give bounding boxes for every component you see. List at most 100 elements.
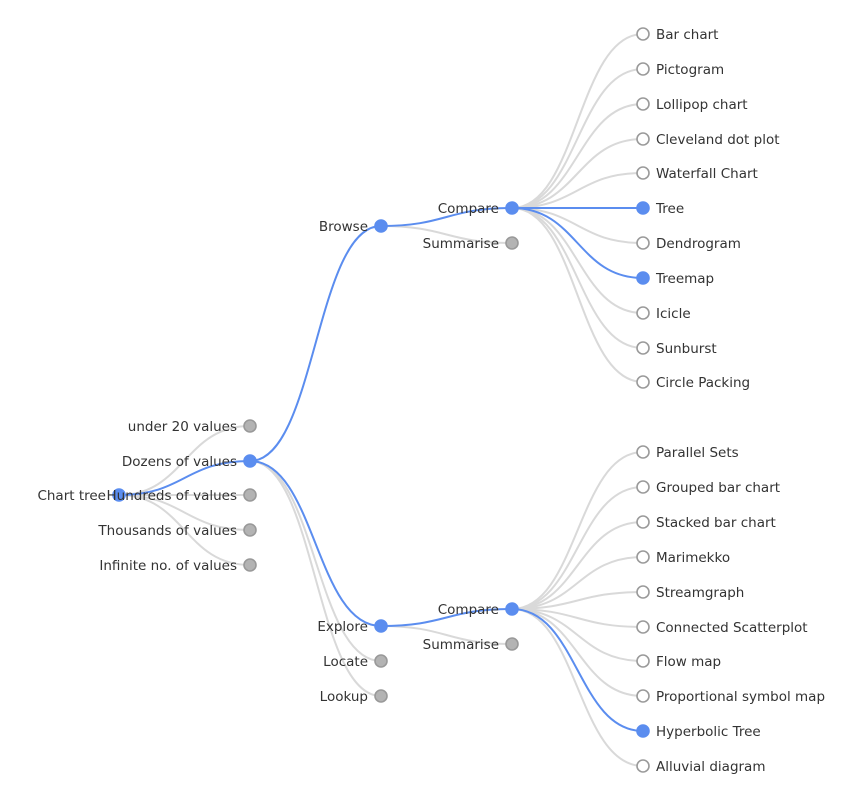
node-circle-treemap[interactable] <box>636 271 650 285</box>
node-circle-parallel-sets[interactable] <box>636 445 650 459</box>
node-label-infinite: Infinite no. of values <box>99 558 237 574</box>
node-proportional-symbol-map[interactable]: Proportional symbol map <box>636 689 825 705</box>
link-explore-compare-to-proportional-symbol-map <box>511 608 644 697</box>
link-browse-to-browse-summarise <box>380 225 513 244</box>
node-dendrogram[interactable]: Dendrogram <box>636 236 741 252</box>
node-label-circle-packing: Circle Packing <box>656 375 750 391</box>
node-icicle[interactable]: Icicle <box>636 306 691 322</box>
node-locate[interactable]: Locate <box>323 654 388 670</box>
node-circle-pictogram[interactable] <box>636 62 650 76</box>
node-explore[interactable]: Explore <box>317 619 388 635</box>
node-circle-flow-map[interactable] <box>636 654 650 668</box>
node-label-parallel-sets: Parallel Sets <box>656 445 739 461</box>
node-tree-chart[interactable]: Tree <box>636 201 684 217</box>
link-explore-compare-to-grouped-bar-chart <box>511 486 644 610</box>
node-explore-summarise[interactable]: Summarise <box>423 637 519 653</box>
node-circle-icicle[interactable] <box>636 306 650 320</box>
link-explore-to-explore-compare <box>380 608 513 627</box>
node-dozens[interactable]: Dozens of values <box>122 454 257 470</box>
node-circle-browse-compare[interactable] <box>505 201 519 215</box>
node-label-icicle: Icicle <box>656 306 691 322</box>
node-circle-lookup[interactable] <box>374 689 388 703</box>
node-infinite[interactable]: Infinite no. of values <box>99 558 257 574</box>
node-circle-infinite[interactable] <box>243 558 257 572</box>
node-browse-compare[interactable]: Compare <box>438 201 519 217</box>
node-circle-hundreds[interactable] <box>243 488 257 502</box>
node-treemap[interactable]: Treemap <box>636 271 714 287</box>
node-lollipop-chart[interactable]: Lollipop chart <box>636 97 748 113</box>
link-explore-compare-to-flow-map <box>511 608 644 662</box>
node-label-under20: under 20 values <box>128 419 237 435</box>
node-under20[interactable]: under 20 values <box>128 419 257 435</box>
link-browse-compare-to-waterfall-chart <box>511 172 644 209</box>
node-marimekko[interactable]: Marimekko <box>636 550 730 566</box>
node-circle-circle-packing[interactable] <box>636 375 650 389</box>
node-lookup[interactable]: Lookup <box>320 689 388 705</box>
node-parallel-sets[interactable]: Parallel Sets <box>636 445 739 461</box>
node-root[interactable]: Chart tree <box>37 488 126 504</box>
node-streamgraph[interactable]: Streamgraph <box>636 585 744 601</box>
node-waterfall-chart[interactable]: Waterfall Chart <box>636 166 758 182</box>
node-label-stacked-bar-chart: Stacked bar chart <box>656 515 776 531</box>
node-label-proportional-symbol-map: Proportional symbol map <box>656 689 825 705</box>
node-circle-sunburst[interactable] <box>636 341 650 355</box>
node-alluvial-diagram[interactable]: Alluvial diagram <box>636 759 765 775</box>
node-circle-bar-chart[interactable] <box>636 27 650 41</box>
node-circle-dendrogram[interactable] <box>636 236 650 250</box>
node-hyperbolic-tree[interactable]: Hyperbolic Tree <box>636 724 761 740</box>
node-sunburst[interactable]: Sunburst <box>636 341 717 357</box>
node-grouped-bar-chart[interactable]: Grouped bar chart <box>636 480 780 496</box>
node-circle-browse-summarise[interactable] <box>505 236 519 250</box>
link-dozens-to-explore <box>249 460 382 627</box>
node-browse[interactable]: Browse <box>319 219 388 235</box>
node-pictogram[interactable]: Pictogram <box>636 62 724 78</box>
node-label-waterfall-chart: Waterfall Chart <box>656 166 758 182</box>
node-circle-explore-compare[interactable] <box>505 602 519 616</box>
node-flow-map[interactable]: Flow map <box>636 654 721 670</box>
node-label-locate: Locate <box>323 654 368 670</box>
node-explore-compare[interactable]: Compare <box>438 602 519 618</box>
node-circle-under20[interactable] <box>243 419 257 433</box>
node-connected-scatterplot[interactable]: Connected Scatterplot <box>636 620 808 636</box>
node-circle-thousands[interactable] <box>243 523 257 537</box>
node-circle-alluvial-diagram[interactable] <box>636 759 650 773</box>
node-circle-dozens[interactable] <box>243 454 257 468</box>
node-circle-lollipop-chart[interactable] <box>636 97 650 111</box>
node-circle-stacked-bar-chart[interactable] <box>636 515 650 529</box>
node-label-marimekko: Marimekko <box>656 550 730 566</box>
node-circle-cleveland-dot-plot[interactable] <box>636 132 650 146</box>
node-cleveland-dot-plot[interactable]: Cleveland dot plot <box>636 132 780 148</box>
node-label-flow-map: Flow map <box>656 654 721 670</box>
node-circle-explore[interactable] <box>374 619 388 633</box>
node-label-browse-summarise: Summarise <box>423 236 499 252</box>
node-circle-connected-scatterplot[interactable] <box>636 620 650 634</box>
node-circle-grouped-bar-chart[interactable] <box>636 480 650 494</box>
node-stacked-bar-chart[interactable]: Stacked bar chart <box>636 515 776 531</box>
link-browse-compare-to-icicle <box>511 207 644 314</box>
node-circle-browse[interactable] <box>374 219 388 233</box>
node-circle-streamgraph[interactable] <box>636 585 650 599</box>
node-circle-waterfall-chart[interactable] <box>636 166 650 180</box>
node-label-browse-compare: Compare <box>438 201 499 217</box>
node-hundreds[interactable]: Hundreds of values <box>107 488 257 504</box>
link-browse-compare-to-pictogram <box>511 68 644 209</box>
node-circle-locate[interactable] <box>374 654 388 668</box>
link-explore-compare-to-streamgraph <box>511 591 644 610</box>
node-thousands[interactable]: Thousands of values <box>97 523 257 539</box>
node-label-hyperbolic-tree: Hyperbolic Tree <box>656 724 761 740</box>
link-root-to-infinite <box>118 494 251 566</box>
node-circle-proportional-symbol-map[interactable] <box>636 689 650 703</box>
node-browse-summarise[interactable]: Summarise <box>423 236 519 252</box>
node-circle-tree-chart[interactable] <box>636 201 650 215</box>
node-circle-packing[interactable]: Circle Packing <box>636 375 750 391</box>
link-root-to-dozens <box>118 460 251 496</box>
node-circle-marimekko[interactable] <box>636 550 650 564</box>
node-bar-chart[interactable]: Bar chart <box>636 27 718 43</box>
link-root-to-thousands <box>118 494 251 531</box>
link-dozens-to-lookup <box>249 460 382 697</box>
node-circle-root[interactable] <box>112 488 126 502</box>
node-circle-explore-summarise[interactable] <box>505 637 519 651</box>
node-circle-hyperbolic-tree[interactable] <box>636 724 650 738</box>
link-dozens-to-browse <box>249 225 382 462</box>
